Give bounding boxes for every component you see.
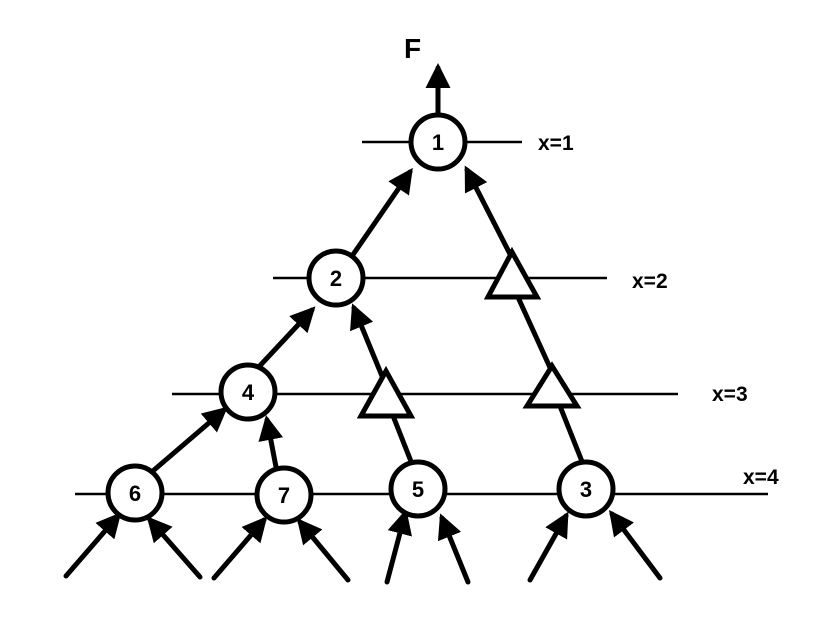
- level-label-1: x=1: [538, 132, 574, 155]
- edge-6-to-4: [151, 406, 228, 473]
- node-6: 6: [105, 463, 165, 523]
- edge-tri3a-to-2: [350, 303, 385, 379]
- triangle-level2: [483, 246, 542, 300]
- input-arrow-6a: [63, 512, 122, 579]
- level-label-2: x=2: [632, 270, 668, 293]
- edge-2-to-1: [347, 167, 413, 262]
- input-arrow-7a: [211, 516, 268, 581]
- input-arrow-7b: [296, 518, 351, 583]
- node-5: 5: [388, 459, 448, 519]
- node-label-3: 3: [580, 477, 592, 502]
- level-label-3: x=3: [712, 383, 748, 406]
- triangle-level3-left: [356, 365, 416, 419]
- node-label-7: 7: [278, 483, 290, 508]
- output-label: F: [404, 33, 421, 64]
- node-label-4: 4: [242, 380, 255, 405]
- node-2: 2: [306, 248, 366, 308]
- node-7: 7: [254, 465, 314, 525]
- input-arrow-6b: [146, 516, 203, 580]
- node-label-1: 1: [432, 130, 444, 155]
- edge-tri2-to-1: [464, 165, 515, 261]
- edge-4-to-2: [251, 306, 316, 375]
- node-4: 4: [218, 362, 278, 422]
- node-label-5: 5: [412, 477, 424, 502]
- node-label-2: 2: [330, 266, 342, 291]
- node-label-6: 6: [129, 481, 141, 506]
- node-1: 1: [408, 112, 468, 172]
- edge-7-to-4: [258, 415, 284, 470]
- input-arrow-5b: [437, 513, 471, 585]
- triangle-level3-right: [522, 361, 582, 409]
- input-arrow-5a: [384, 509, 412, 585]
- input-arrow-3a: [527, 511, 569, 583]
- input-arrow-3b: [609, 510, 663, 581]
- node-3: 3: [556, 459, 616, 519]
- level-label-4: x=4: [743, 466, 779, 489]
